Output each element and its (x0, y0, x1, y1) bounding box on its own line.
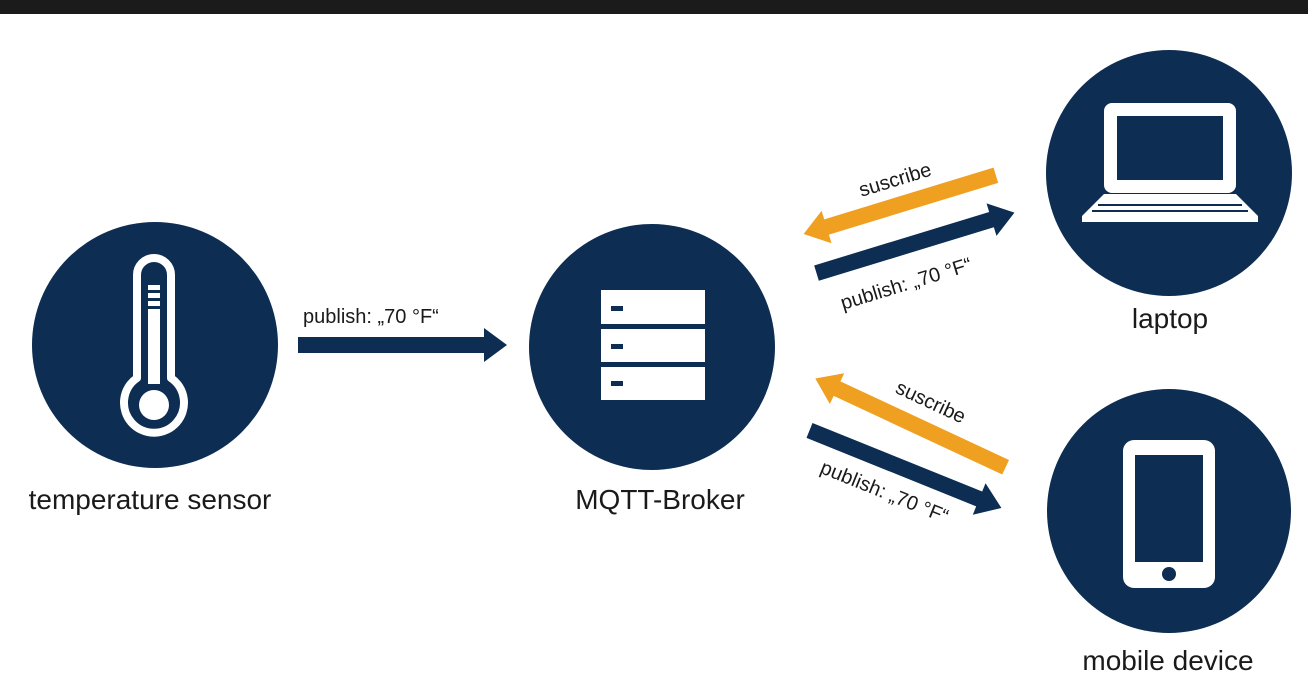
edge-sensor-publish: publish: „70 °F“ (298, 306, 507, 362)
sensor-label: temperature sensor (29, 484, 272, 515)
smartphone-icon (1123, 440, 1215, 588)
sensor-publish-arrow (298, 328, 507, 362)
mobile-label: mobile device (1082, 645, 1253, 676)
node-mqtt-broker: MQTT-Broker (529, 224, 775, 515)
top-bar (0, 0, 1308, 14)
broker-label: MQTT-Broker (575, 484, 745, 515)
laptop-subscribe-arrow (803, 167, 999, 244)
edge-mobile-publish: publish: „70 °F“ (806, 422, 1002, 528)
laptop-label: laptop (1132, 303, 1208, 334)
mobile-subscribe-arrow (815, 373, 1010, 475)
node-temperature-sensor: temperature sensor (29, 222, 278, 515)
node-mobile-device: mobile device (1047, 389, 1291, 676)
thermometer-icon (120, 254, 188, 437)
server-icon (601, 290, 705, 400)
laptop-publish-arrow (814, 203, 1015, 281)
edge-laptop-subscribe: suscribe (803, 159, 999, 244)
laptop-icon (1082, 103, 1258, 222)
node-laptop: laptop (1046, 50, 1292, 334)
mobile-publish-arrow (806, 422, 1002, 515)
sensor-publish-label: publish: „70 °F“ (303, 306, 439, 328)
